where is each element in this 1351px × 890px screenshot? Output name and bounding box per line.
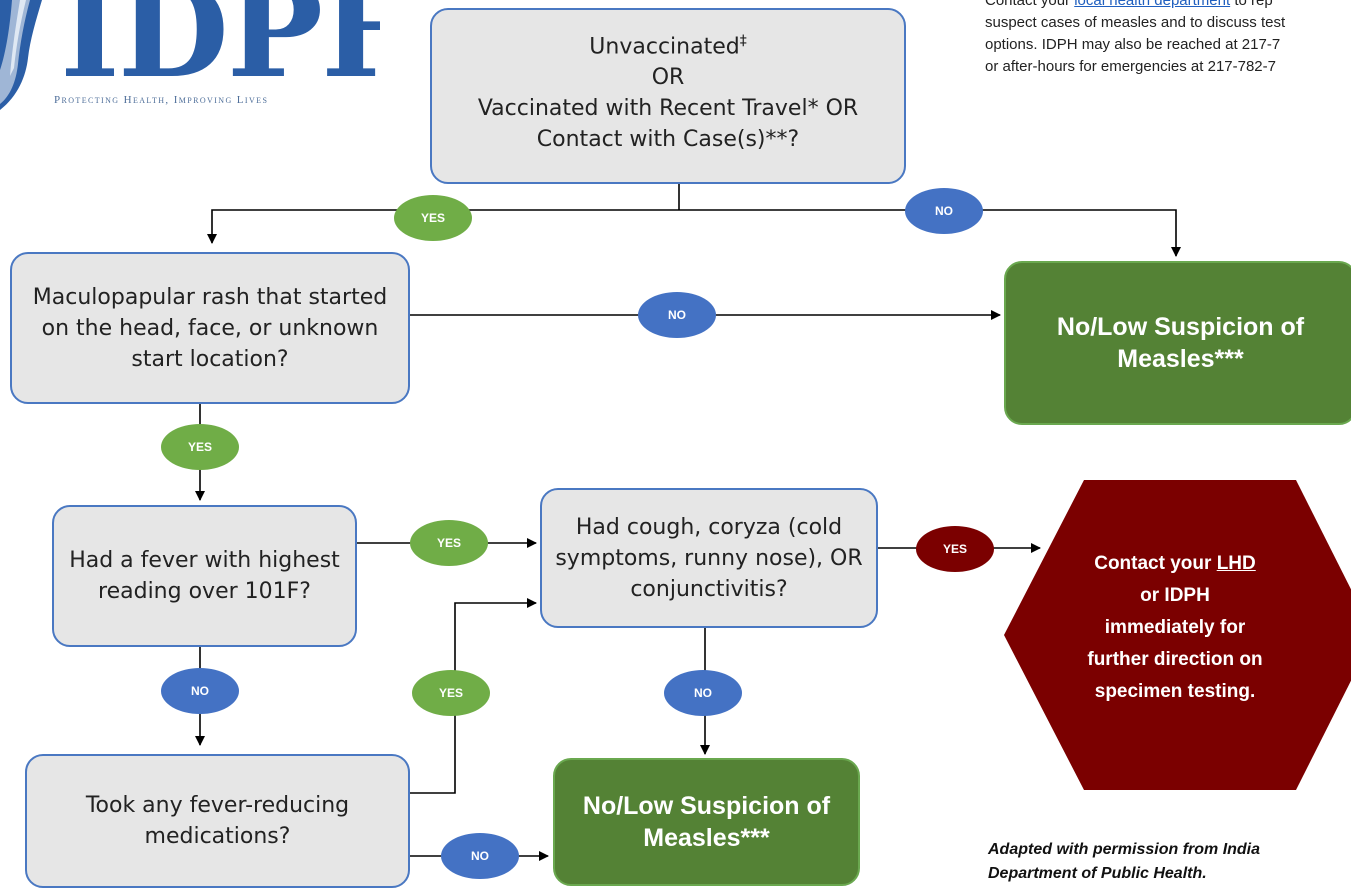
- fever-question-box: Had a fever with highest reading over 10…: [52, 505, 357, 647]
- logo-wordmark: IDPH: [60, 0, 380, 107]
- contact-note: Contact your local health department to …: [985, 0, 1351, 78]
- cough-no-oval: NO: [664, 670, 742, 716]
- low-suspicion-bottom-box: No/Low Suspicion of Measles***: [553, 758, 860, 886]
- contact-note-line2: suspect cases of measles and to discuss …: [985, 14, 1286, 31]
- local-health-department-link[interactable]: local health department: [1074, 0, 1231, 9]
- logo-tagline: Protecting Health, Improving Lives: [54, 94, 269, 106]
- adapted-line1: Adapted with permission from India: [988, 841, 1261, 858]
- lhd-link[interactable]: LHD: [1216, 553, 1256, 574]
- cough-question-text: Had cough, coryza (cold symptoms, runny …: [555, 514, 863, 602]
- connector-start-no: [679, 209, 1181, 257]
- contact-lhd-text: Contact your LHD or IDPH immediately for…: [1087, 553, 1263, 702]
- rash-no-oval: NO: [638, 292, 716, 338]
- fever-yes-oval: YES: [410, 520, 488, 566]
- start-no-oval: NO: [905, 188, 983, 234]
- adapted-note: Adapted with permission from India Depar…: [988, 838, 1351, 886]
- start-line1-mark: ‡: [739, 33, 747, 49]
- low-suspicion-right-box: No/Low Suspicion of Measles***: [1004, 261, 1351, 425]
- low-suspicion-right-text: No/Low Suspicion of Measles***: [1056, 313, 1305, 373]
- meds-yes-oval: YES: [412, 670, 490, 716]
- start-line2: OR: [651, 65, 685, 91]
- logo-profile-graphic: [0, 0, 42, 110]
- contact-note-line1: Contact your local health department to …: [985, 0, 1351, 12]
- rash-question-text: Maculopapular rash that started on the h…: [32, 284, 388, 372]
- adapted-line2: Department of Public Health.: [988, 865, 1207, 882]
- start-yes-oval: YES: [394, 195, 472, 241]
- logo: IDPH Protecting Health, Improving Lives: [0, 0, 380, 110]
- start-question-box: Unvaccinated‡ OR Vaccinated with Recent …: [430, 8, 906, 184]
- meds-no-oval: NO: [441, 833, 519, 879]
- low-suspicion-bottom-text: No/Low Suspicion of Measles***: [582, 792, 831, 852]
- contact-lhd-hexagon: [1004, 480, 1351, 790]
- fever-no-oval: NO: [161, 668, 239, 714]
- meds-question-text: Took any fever-reducing medications?: [85, 793, 350, 849]
- contact-note-line3: options. IDPH may also be reached at 217…: [985, 36, 1281, 53]
- cough-yes-oval: YES: [916, 526, 994, 572]
- start-line3: Vaccinated with Recent Travel* OR: [477, 96, 859, 122]
- rash-yes-oval: YES: [161, 424, 239, 470]
- connector-start-yes: [207, 209, 679, 244]
- cough-question-box: Had cough, coryza (cold symptoms, runny …: [540, 488, 878, 628]
- rash-question-box: Maculopapular rash that started on the h…: [10, 252, 410, 404]
- fever-question-text: Had a fever with highest reading over 10…: [69, 548, 340, 604]
- contact-note-line4: or after-hours for emergencies at 217-78…: [985, 58, 1276, 75]
- start-line4: Contact with Case(s)**?: [536, 127, 800, 153]
- start-line1: Unvaccinated: [589, 34, 740, 60]
- meds-question-box: Took any fever-reducing medications?: [25, 754, 410, 888]
